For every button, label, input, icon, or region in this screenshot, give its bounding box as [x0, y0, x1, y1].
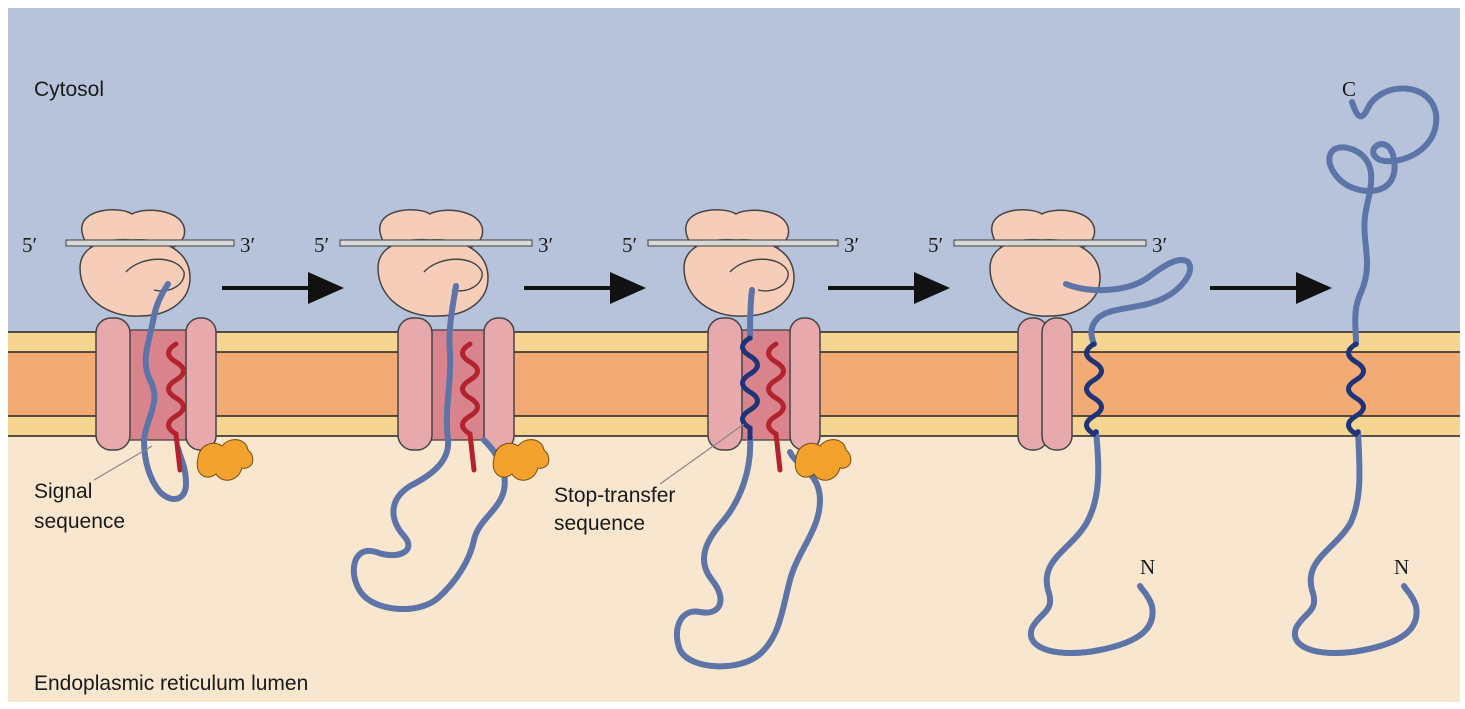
- translocon: [398, 318, 514, 450]
- ribosome: [990, 210, 1100, 316]
- mrna-5prime-label: 5′: [622, 233, 637, 257]
- mrna-5prime-label: 5′: [22, 233, 37, 257]
- translocon: [96, 318, 216, 450]
- mrna: [340, 240, 532, 246]
- ribosome: [378, 210, 488, 316]
- mrna: [648, 240, 838, 246]
- n-terminus-label: N: [1140, 555, 1155, 579]
- lumen-label: Endoplasmic reticulum lumen: [34, 672, 308, 695]
- stop-transfer-label-line2: sequence: [554, 512, 645, 535]
- ribosome: [684, 210, 794, 316]
- mrna-3prime-label: 3′: [844, 233, 859, 257]
- translocon: [1018, 318, 1072, 450]
- mrna-3prime-label: 3′: [538, 233, 553, 257]
- mrna-3prime-label: 3′: [1152, 233, 1167, 257]
- n-terminus-label: N: [1394, 555, 1409, 579]
- mrna-3prime-label: 3′: [240, 233, 255, 257]
- c-terminus-label: C: [1342, 77, 1356, 101]
- mrna-5prime-label: 5′: [314, 233, 329, 257]
- cytosol-label: Cytosol: [34, 78, 104, 101]
- stop-transfer-label-line1: Stop-transfer: [554, 484, 675, 507]
- translocon: [708, 318, 820, 450]
- mrna-5prime-label: 5′: [928, 233, 943, 257]
- mrna: [66, 240, 234, 246]
- mrna: [954, 240, 1146, 246]
- ribosome: [80, 210, 190, 316]
- signal-label-line1: Signal: [34, 480, 92, 503]
- signal-label-line2: sequence: [34, 510, 125, 533]
